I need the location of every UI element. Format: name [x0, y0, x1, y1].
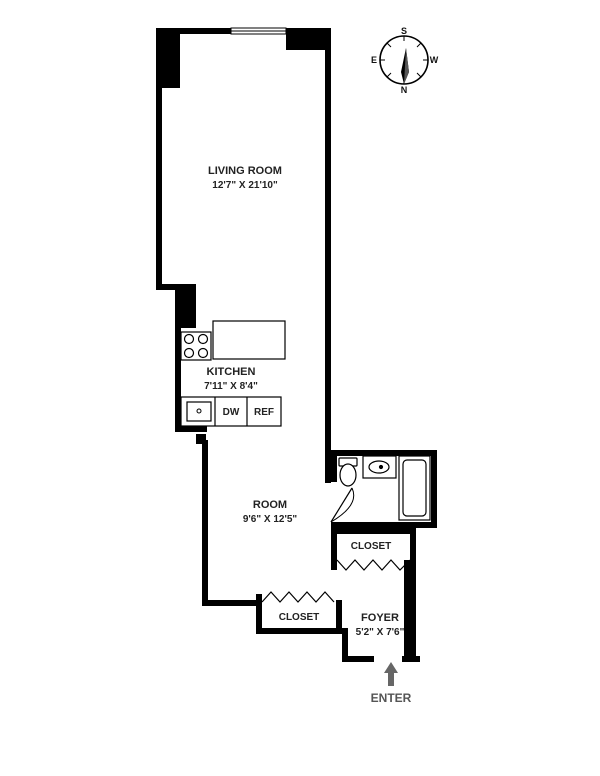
- dishwasher-label: DW: [223, 407, 240, 418]
- bathroom-door-swing: [330, 487, 353, 523]
- foyer-dimensions: 5'2" X 7'6": [356, 627, 405, 638]
- upper-closet-doors: [336, 559, 411, 571]
- kitchen-name: KITCHEN: [207, 366, 256, 378]
- entry-arrow-icon: [384, 662, 398, 686]
- bathroom-fixtures: [338, 455, 431, 521]
- lower-closet-label: CLOSET: [279, 612, 320, 623]
- window: [230, 27, 287, 35]
- stove: [180, 331, 212, 361]
- living-room-name: LIVING ROOM: [208, 165, 282, 177]
- compass-west: W: [430, 55, 439, 65]
- upper-closet-walls: [331, 528, 416, 570]
- enter-label: ENTER: [371, 691, 412, 705]
- compass-east: E: [371, 55, 377, 65]
- kitchen-dimensions: 7'11" X 8'4": [204, 381, 258, 392]
- kitchen-lower-cabinets: [180, 396, 282, 427]
- kitchen-counter: [212, 320, 286, 360]
- kitchen-walls: [175, 328, 207, 432]
- refrigerator-label: REF: [254, 407, 274, 418]
- living-room-walls: [156, 28, 331, 483]
- bathroom-walls: [331, 450, 437, 528]
- compass-south: S: [401, 26, 407, 36]
- living-room-dimensions: 12'7" X 21'10": [212, 180, 278, 191]
- compass-north: N: [401, 85, 408, 95]
- entry-door-frame: [366, 656, 410, 662]
- foyer-name: FOYER: [361, 612, 399, 624]
- lower-closet-doors: [261, 591, 335, 603]
- sink-drain: [196, 408, 202, 414]
- upper-closet-label: CLOSET: [351, 541, 392, 552]
- room-name: ROOM: [253, 499, 287, 511]
- lower-closet-walls: [256, 594, 342, 634]
- compass-icon: [379, 35, 429, 85]
- bathroom-door-arc: [330, 487, 355, 523]
- room-dimensions: 9'6" X 12'5": [243, 514, 298, 525]
